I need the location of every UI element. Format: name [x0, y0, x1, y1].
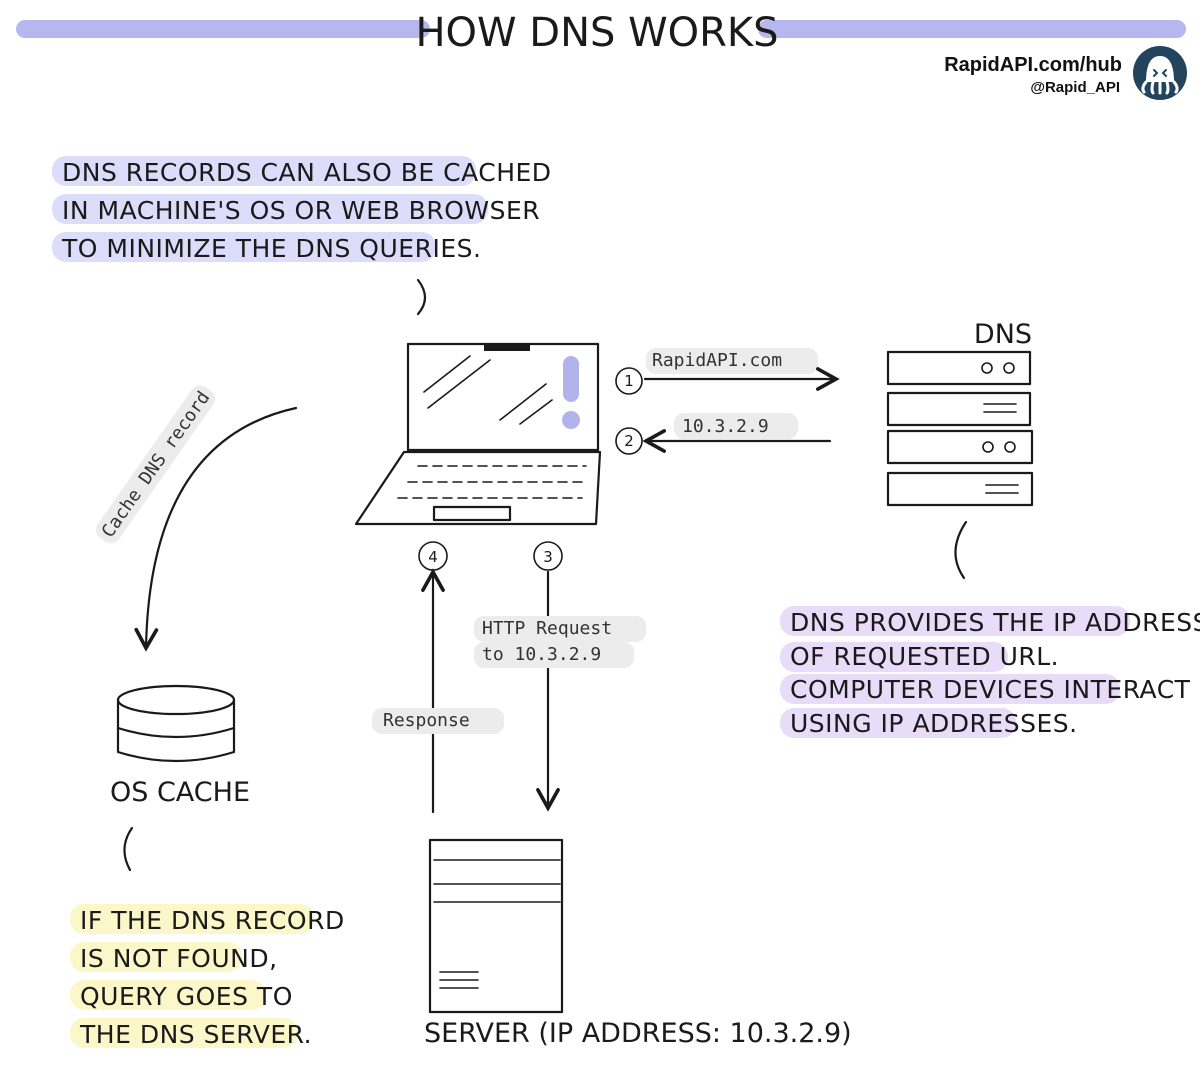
miss-note: IF THE DNS RECORD IS NOT FOUND, QUERY GO…	[70, 904, 345, 1049]
step-1-edge: 1 RapidAPI.com	[615, 348, 840, 395]
step-1-number: 1	[624, 372, 634, 390]
miss-note-line: IF THE DNS RECORD	[80, 906, 345, 935]
miss-note-pointer	[123, 826, 134, 872]
miss-note-line: QUERY GOES TO	[80, 982, 293, 1011]
cache-edge-label: Cache DNS record	[98, 388, 215, 542]
brand-site[interactable]: RapidAPI.com/hub	[944, 54, 1122, 76]
title-bar-right	[758, 20, 1186, 38]
step-4-edge: 4 Response	[372, 541, 504, 814]
miss-note-line: IS NOT FOUND,	[80, 944, 278, 973]
brand-handle[interactable]: @Rapid_API	[1030, 79, 1120, 96]
step-3-edge: 3 HTTP Request to 10.3.2.9	[474, 541, 646, 812]
title-bar-left	[16, 20, 430, 38]
step-4-number: 4	[428, 548, 438, 566]
cache-note-line: IN MACHINE'S OS OR WEB BROWSER	[62, 196, 540, 225]
dns-note-line: USING IP ADDRESSES.	[790, 709, 1078, 738]
miss-note-line: THE DNS SERVER.	[79, 1020, 312, 1049]
server-document-icon	[428, 838, 564, 1014]
step-2-number: 2	[624, 432, 634, 450]
step-3-number: 3	[543, 548, 553, 566]
cache-note-pointer	[416, 278, 427, 316]
os-cache-database-icon	[116, 684, 236, 763]
cache-note-line: TO MINIMIZE THE DNS QUERIES.	[61, 234, 481, 263]
dns-note: DNS PROVIDES THE IP ADDRESS OF REQUESTED…	[780, 606, 1200, 738]
os-cache-label: OS CACHE	[110, 777, 250, 808]
step-1-label: RapidAPI.com	[652, 350, 782, 371]
dns-server-icon	[886, 350, 1034, 507]
dns-label: DNS	[974, 319, 1032, 350]
step-2-label: 10.3.2.9	[682, 416, 769, 437]
dns-note-line: OF REQUESTED URL.	[790, 642, 1059, 671]
dns-note-pointer	[954, 520, 968, 580]
octopus-logo-icon[interactable]	[1133, 46, 1187, 100]
step-3-label: to 10.3.2.9	[482, 644, 601, 665]
server-label: SERVER (IP ADDRESS: 10.3.2.9)	[424, 1018, 852, 1049]
step-3-label: HTTP Request	[482, 618, 612, 639]
step-2-edge: 2 10.3.2.9	[615, 413, 832, 455]
cache-edge: Cache DNS record	[96, 385, 298, 652]
cache-note-line: DNS RECORDS CAN ALSO BE CACHED	[62, 158, 552, 187]
step-4-label: Response	[383, 710, 470, 731]
dns-note-line: DNS PROVIDES THE IP ADDRESS	[790, 608, 1200, 637]
cache-note: DNS RECORDS CAN ALSO BE CACHED IN MACHIN…	[52, 156, 552, 263]
page-title: HOW DNS WORKS	[415, 10, 778, 56]
dns-note-line: COMPUTER DEVICES INTERACT	[790, 675, 1191, 704]
laptop-icon	[354, 342, 602, 526]
